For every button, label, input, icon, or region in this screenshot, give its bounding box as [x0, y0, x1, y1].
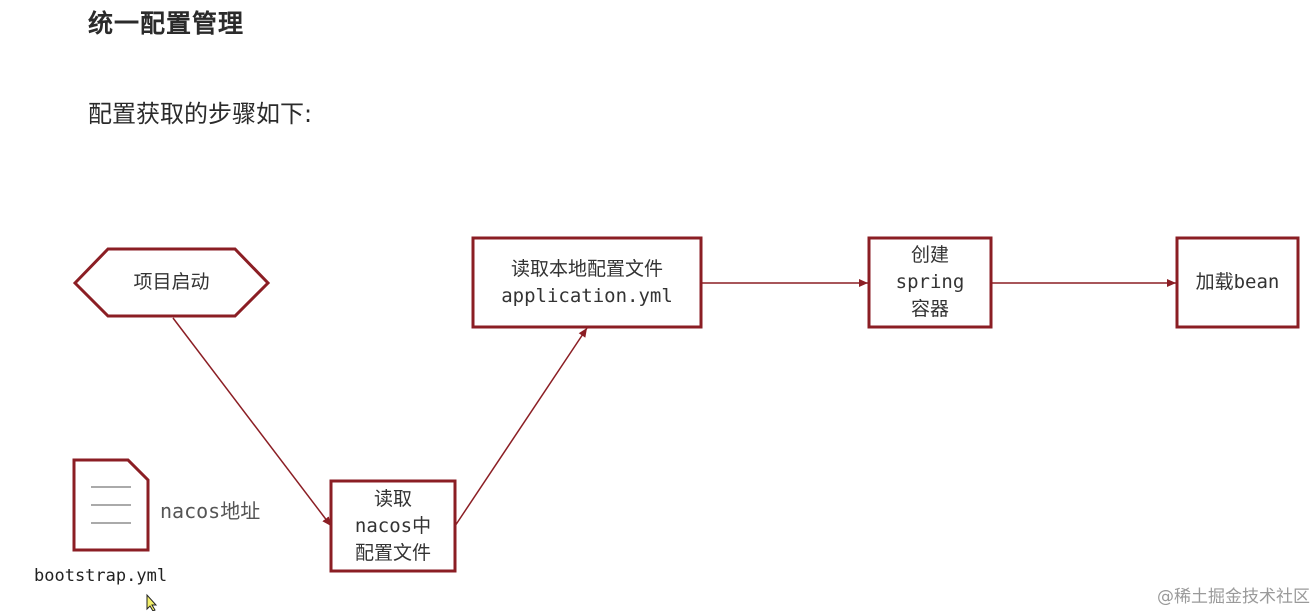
create-container-node-label: 创建 spring 容器: [869, 238, 991, 327]
document-icon: [72, 458, 150, 552]
mouse-cursor-icon: [146, 593, 158, 611]
read-local-line-1: 读取本地配置文件: [510, 257, 663, 280]
create-container-line-2: spring: [895, 271, 965, 293]
create-container-node-shape: [867, 236, 993, 329]
create-container-line-3: 容器: [910, 298, 949, 320]
read-nacos-line-1: 读取: [373, 487, 412, 510]
page-title: 统一配置管理: [88, 9, 245, 38]
create-container-line-1: 创建: [910, 244, 949, 266]
read-nacos-node-label: 读取 nacos中 配置文件: [331, 481, 455, 571]
read-nacos-line-2: nacos中: [354, 514, 432, 537]
arrow-start-to-nacos: [172, 317, 332, 527]
file-note: nacos地址: [160, 499, 261, 523]
load-bean-node-label: 加载bean: [1195, 271, 1280, 293]
watermark: @稀土掘金技术社区: [1157, 587, 1310, 607]
start-node-shape: [72, 247, 271, 318]
read-nacos-line-3: 配置文件: [354, 541, 431, 564]
read-local-line-2: application.yml: [501, 284, 673, 307]
read-local-node-label: 读取本地配置文件 application.yml: [473, 238, 701, 327]
intro-text: 配置获取的步骤如下:: [88, 100, 313, 128]
read-nacos-node-shape: [329, 479, 457, 573]
load-bean-node-shape: [1175, 236, 1300, 329]
file-name: bootstrap.yml: [34, 566, 168, 586]
arrow-nacos-to-local: [454, 327, 588, 527]
start-node-label: 项目启动: [133, 271, 210, 293]
